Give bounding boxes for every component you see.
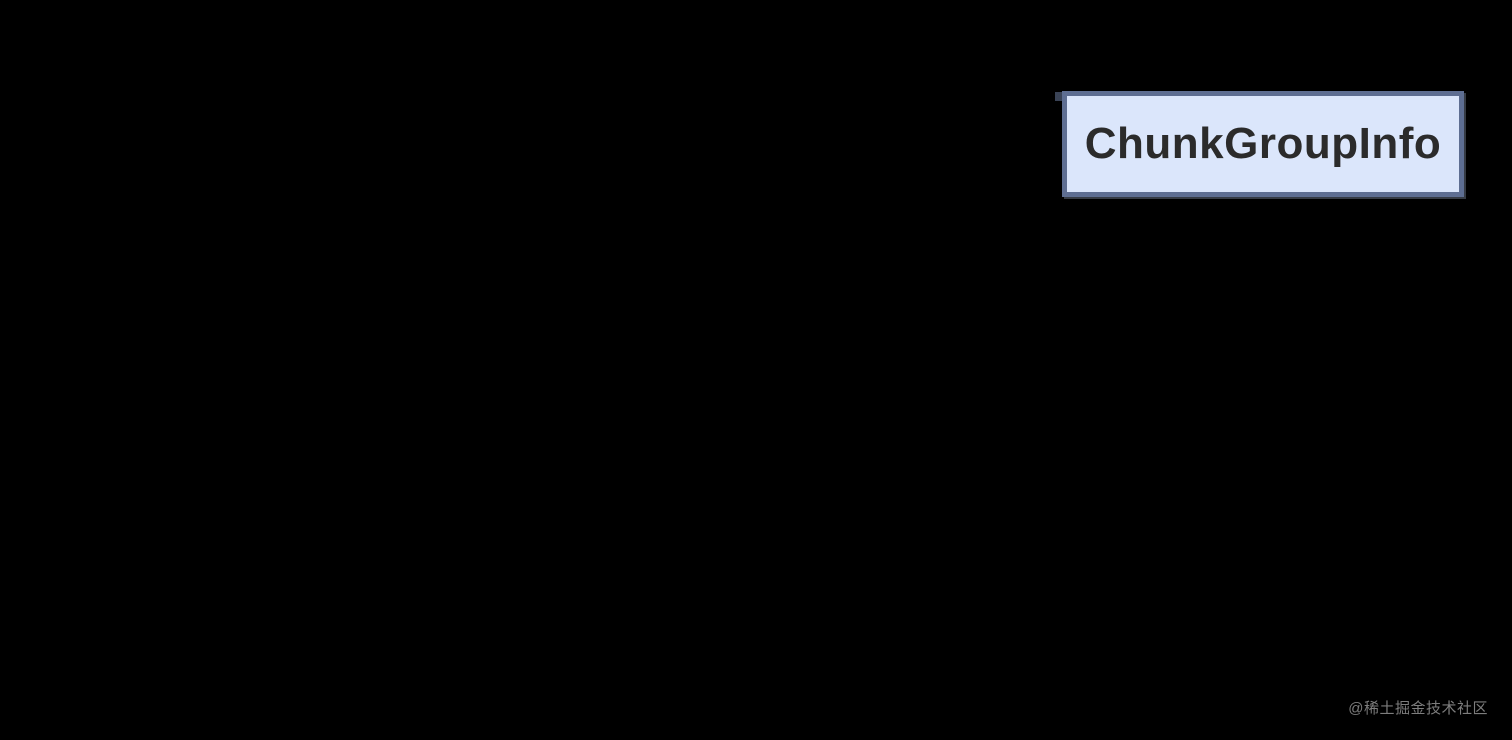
chunk-group-info-node-label: ChunkGroupInfo — [1084, 119, 1442, 168]
watermark-text: @稀土掘金技术社区 — [1348, 700, 1488, 717]
connector-stub — [1055, 92, 1064, 101]
chunk-group-info-node: ChunkGroupInfo — [1062, 91, 1464, 197]
